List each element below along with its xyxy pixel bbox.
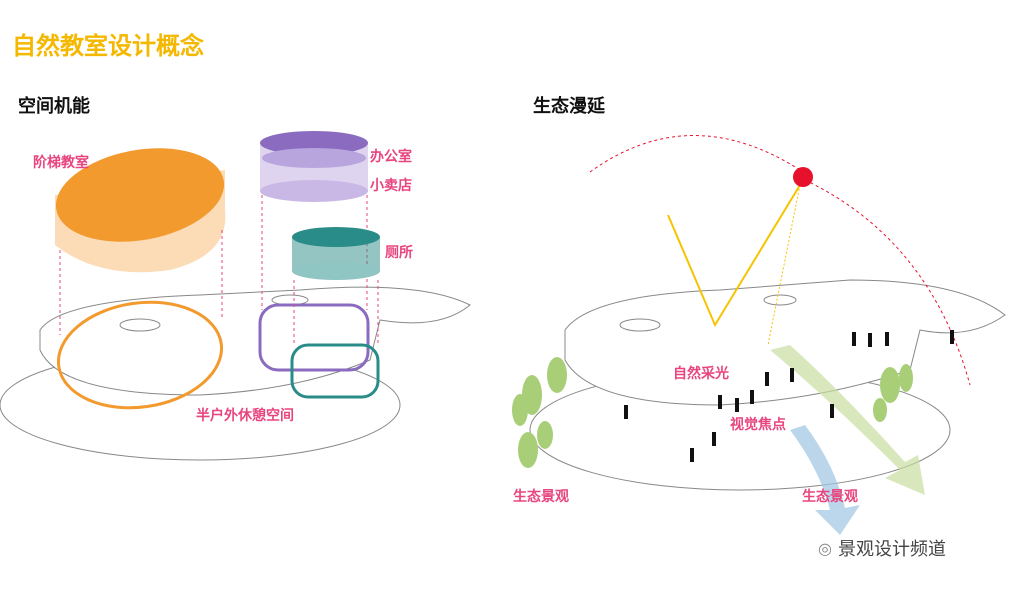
office-volume bbox=[258, 131, 370, 372]
left-heading: 空间机能 bbox=[18, 96, 90, 117]
page-title: 自然教室设计概念 bbox=[12, 32, 204, 60]
label-focus: 视觉焦点 bbox=[730, 417, 786, 433]
wechat-icon: ◎ bbox=[818, 538, 832, 558]
toilet-volume bbox=[290, 227, 380, 399]
watermark-text: 景观设计频道 bbox=[837, 539, 946, 560]
label-daylight: 自然采光 bbox=[673, 366, 729, 382]
watermark: ◎ 景观设计频道 bbox=[818, 535, 946, 561]
label-toilet: 厕所 bbox=[385, 245, 413, 261]
flow-arrows bbox=[770, 345, 925, 535]
trees bbox=[512, 357, 913, 468]
classroom-volume bbox=[55, 148, 226, 410]
label-semi-outdoor: 半户外休憩空间 bbox=[196, 408, 294, 424]
sun-paths bbox=[589, 135, 971, 386]
sun-icon bbox=[793, 167, 813, 187]
label-office: 办公室 bbox=[370, 149, 412, 165]
label-landscape-left: 生态景观 bbox=[513, 489, 569, 505]
people bbox=[624, 330, 954, 462]
label-classroom: 阶梯教室 bbox=[33, 155, 89, 171]
left-building bbox=[0, 286, 471, 461]
right-heading: 生态漫延 bbox=[533, 96, 605, 117]
label-landscape-right: 生态景观 bbox=[802, 489, 858, 505]
label-shop: 小卖店 bbox=[370, 178, 412, 194]
